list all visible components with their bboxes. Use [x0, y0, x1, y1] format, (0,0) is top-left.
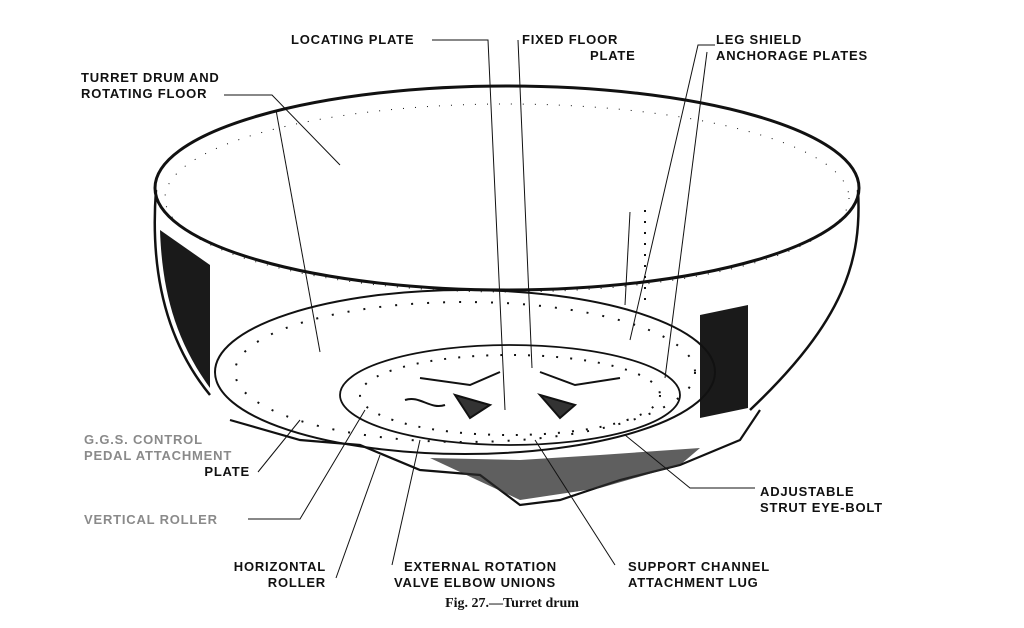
rotating-floor-edge: [214, 289, 716, 455]
inner-bolt-ring: [359, 354, 661, 436]
label-line-1: SUPPORT CHANNEL: [628, 559, 771, 574]
wall-seam: [624, 211, 631, 306]
label-ggs-control-pedal-attachment-plate: G.G.S. CONTROL PEDAL ATTACHMENT PLATE: [84, 432, 250, 480]
label-line-3: PLATE: [204, 464, 250, 479]
label-turret-drum-and-rotating-floor: TURRET DRUM AND ROTATING FLOOR: [81, 70, 220, 102]
drum-left-wall: [153, 189, 211, 396]
label-line-2: ROTATING FLOOR: [81, 86, 208, 101]
label-line-1: FIXED FLOOR: [522, 32, 619, 47]
figure-caption: Fig. 27.—Turret drum: [445, 596, 579, 611]
floor-rivet-ring: [234, 301, 696, 443]
label-line-2: ANCHORAGE PLATES: [716, 48, 868, 63]
label-support-channel-attachment-lug: SUPPORT CHANNEL ATTACHMENT LUG: [628, 559, 770, 591]
label-line-2: STRUT EYE-BOLT: [760, 500, 883, 515]
label-line-1: G.G.S. CONTROL: [84, 432, 203, 447]
label-line-1: EXTERNAL ROTATION: [404, 559, 557, 574]
label-line-2: ATTACHMENT LUG: [628, 575, 759, 590]
label-line-1: ADJUSTABLE: [760, 484, 855, 499]
label-fixed-floor-plate: FIXED FLOOR PLATE: [522, 32, 636, 64]
label-line-1: VERTICAL ROLLER: [84, 512, 218, 527]
label-line-1: HORIZONTAL: [233, 559, 326, 574]
drum-top-rim: [153, 84, 861, 292]
label-line-2: PEDAL ATTACHMENT: [84, 448, 233, 463]
label-line-1: TURRET DRUM AND: [81, 70, 220, 85]
label-line-2: ROLLER: [267, 575, 326, 590]
leader-lines: [224, 39, 755, 579]
label-line-1: LOCATING PLATE: [291, 32, 415, 47]
underside-shadow: [430, 448, 700, 500]
drum-left-shadow: [160, 230, 210, 388]
label-line-2: PLATE: [590, 48, 636, 63]
fixed-floor-plate-ring: [339, 344, 681, 446]
label-external-rotation-valve-elbow-unions: EXTERNAL ROTATION VALVE ELBOW UNIONS: [394, 559, 557, 591]
label-line-2: VALVE ELBOW UNIONS: [394, 575, 556, 590]
drum-right-shadow: [700, 305, 748, 418]
drum-rivet-band: [164, 103, 850, 293]
label-adjustable-strut-eye-bolt: ADJUSTABLE STRUT EYE-BOLT: [760, 484, 883, 516]
centre-mechanism: [404, 371, 621, 420]
label-vertical-roller: VERTICAL ROLLER: [84, 512, 218, 528]
label-leg-shield-anchorage-plates: LEG SHIELD ANCHORAGE PLATES: [716, 32, 868, 64]
drum-right-wall: [749, 189, 860, 411]
label-horizontal-roller: HORIZONTAL ROLLER: [218, 559, 326, 591]
label-locating-plate: LOCATING PLATE: [291, 32, 414, 48]
label-line-1: LEG SHIELD: [716, 32, 803, 47]
underside-structure: [229, 409, 761, 507]
